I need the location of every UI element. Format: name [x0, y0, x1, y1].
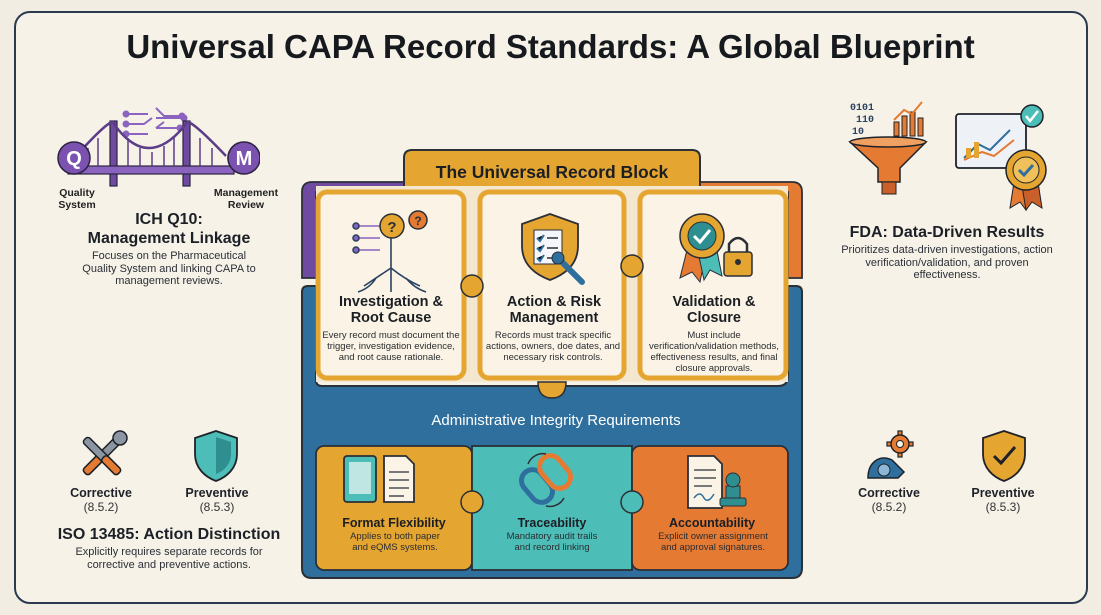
- right-corrective-clause: (8.5.2): [871, 500, 907, 514]
- right-corrective-label: Corrective: [858, 486, 920, 500]
- iso-preventive-label: Preventive: [185, 486, 249, 500]
- shield-check-icon: [982, 430, 1026, 482]
- binary-line: 0101: [850, 103, 874, 114]
- admin-trace-title: Traceability: [517, 516, 587, 530]
- card-validation-title: Validation & Closure: [672, 294, 756, 326]
- q-letter: Q: [66, 148, 82, 170]
- admin-account-text: Explicit owner assignment and approval s…: [658, 531, 768, 553]
- admin-title: Administrative Integrity Requirements: [431, 412, 681, 429]
- iso-corrective-label: Corrective: [70, 486, 132, 500]
- card-action-title: Action & Risk Management: [506, 294, 602, 326]
- bar-chart-icon: [893, 101, 924, 137]
- admin-account-title: Accountability: [668, 516, 756, 530]
- admin-trace-text: Mandatory audit trails and record linkin…: [506, 531, 598, 553]
- award-badge-icon: [1005, 149, 1047, 212]
- q-badge: [57, 141, 91, 175]
- bridge-icon: [67, 120, 235, 187]
- card-validation-text: Must include verification/validation met…: [649, 330, 779, 374]
- admin-format-title: Format Flexibility: [342, 516, 446, 530]
- management-review-label: Management Review: [213, 187, 279, 211]
- chart-monitor-icon: [955, 113, 1027, 169]
- binary-line: 110: [856, 115, 874, 126]
- card-action-text: Records must track specific actions, own…: [485, 330, 621, 363]
- fda-heading: FDA: Data-Driven Results: [849, 224, 1045, 241]
- svg-text:?: ?: [414, 214, 421, 228]
- admin-format-text: Applies to both paper and eQMS systems.: [350, 531, 440, 553]
- card-investigation-text: Every record must document the trigger, …: [322, 330, 460, 363]
- wrench-screwdriver-icon: [82, 430, 128, 476]
- root-cause-tree-icon: [352, 222, 427, 293]
- funnel-icon: [848, 141, 928, 183]
- fda-description: Prioritizes data-driven investigations, …: [841, 244, 1053, 281]
- badge-lock-icon: [679, 213, 753, 284]
- svg-text:?: ?: [387, 219, 396, 236]
- tablet-document-icon: [343, 455, 415, 503]
- check-circle-icon: [1020, 104, 1044, 128]
- card-investigation-title: Investigation & Root Cause: [339, 294, 443, 326]
- record-block-title: The Universal Record Block: [435, 162, 669, 182]
- binary-line: 10: [852, 127, 864, 138]
- ich-description: Focuses on the Pharmaceutical Quality Sy…: [82, 250, 256, 287]
- iso-heading: ISO 13485: Action Distinction: [57, 526, 281, 543]
- card-validation-bg: [637, 189, 789, 381]
- quality-system-label: Quality System: [58, 187, 96, 211]
- shield-checklist-wrench-icon: [521, 213, 585, 285]
- question-icon-1: [379, 213, 405, 239]
- iso-corrective-clause: (8.5.2): [83, 500, 119, 514]
- chain-link-icon: [519, 452, 573, 508]
- signature-stamp-icon: [687, 455, 747, 509]
- circuit-icon: [122, 107, 188, 138]
- shield-icon: [194, 430, 238, 482]
- m-badge-letter-wrap: M: [227, 141, 260, 175]
- page-title: Universal CAPA Record Standards: A Globa…: [126, 28, 975, 65]
- admin-card-trace-bg: [471, 445, 633, 571]
- gear-repair-icon: [867, 430, 914, 479]
- ich-heading: ICH Q10: Management Linkage: [58, 210, 280, 248]
- m-letter: M: [236, 148, 253, 170]
- iso-preventive-clause: (8.5.3): [199, 500, 235, 514]
- right-preventive-clause: (8.5.3): [985, 500, 1021, 514]
- question-icon-2: [408, 210, 428, 230]
- ich-heading-line1: ICH Q10:: [135, 211, 203, 228]
- record-block-header-tab: [403, 149, 701, 186]
- center-block-graphic: ? ?: [301, 149, 803, 579]
- iso-description: Explicitly requires separate records for…: [75, 546, 263, 571]
- right-preventive-label: Preventive: [971, 486, 1035, 500]
- ich-heading-line2: Management Linkage: [87, 230, 251, 247]
